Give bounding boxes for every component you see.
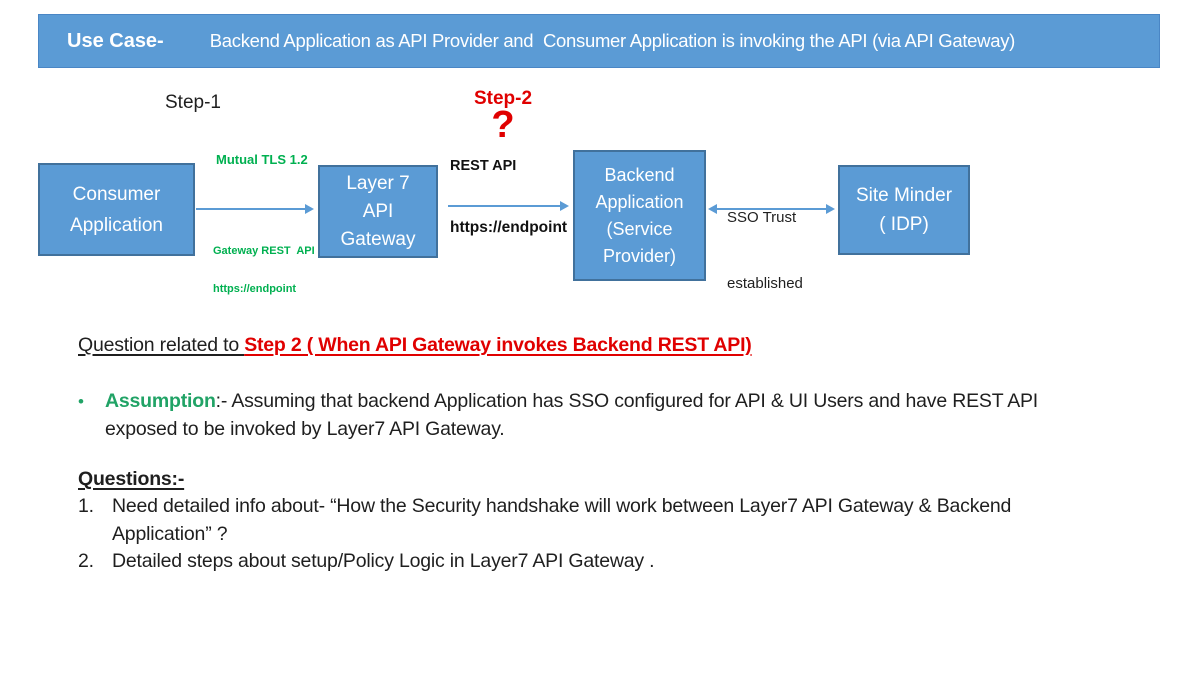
header-bar: Use Case- Backend Application as API Pro… <box>38 14 1160 68</box>
node-line: Provider) <box>602 245 677 266</box>
arrow-shaft <box>448 205 562 207</box>
question-heading-red: Step 2 ( When API Gateway invokes Backen… <box>244 334 752 356</box>
item-line: Application” ? <box>112 522 228 545</box>
arrow-head-right-icon <box>560 201 569 211</box>
https-endpoint-label: https://endpoint <box>450 219 568 236</box>
consumer-application-node: Consumer Application <box>38 163 195 256</box>
arrow-backend-idp-bidirectional <box>708 203 835 215</box>
question-heading: Question related to Step 2 ( When API Ga… <box>78 334 752 357</box>
questions-heading: Questions:- <box>78 468 185 490</box>
assumption-body: :- Assuming that backend Application has… <box>215 390 1039 412</box>
assumption-line2: exposed to be invoked by Layer7 API Gate… <box>105 417 505 440</box>
backend-application-node: Backend Application (Service Provider) <box>573 150 706 281</box>
node-line: Consumer <box>72 183 161 205</box>
gateway-rest-api-label: Gateway REST API https://endpoint <box>213 220 315 320</box>
node-line: Gateway <box>340 228 416 250</box>
node-line: Application <box>70 214 163 236</box>
item-text: Detailed steps about setup/Policy Logic … <box>112 548 655 575</box>
item-number: 1. <box>78 495 94 518</box>
assumption-bullet-row: • Assumption:- Assuming that backend App… <box>78 388 1088 443</box>
arrow-head-right-icon <box>826 204 835 214</box>
item-line: Need detailed info about- “How the Secur… <box>112 495 1012 518</box>
step1-label: Step-1 <box>165 92 221 113</box>
item-number: 2. <box>78 549 94 572</box>
header-title-text: Backend Application as API Provider and … <box>209 30 1016 51</box>
arrow-head-left-icon <box>708 204 717 214</box>
item-text: Need detailed info about- “How the Secur… <box>112 493 1011 548</box>
sso-trust-label: SSO Trust established <box>727 163 803 339</box>
node-line: ( IDP) <box>879 214 929 235</box>
gateway-rest-api-line: Gateway REST API <box>213 245 315 257</box>
node-line: Application <box>595 191 684 212</box>
node-line: Backend <box>604 164 675 185</box>
sso-established-line: established <box>727 275 803 292</box>
assumption-line1: Assumption:- Assuming that backend Appli… <box>105 388 1088 416</box>
node-line: (Service <box>606 218 673 239</box>
layer7-api-gateway-node: Layer 7 API Gateway <box>318 165 438 258</box>
question-item-1: 1. Need detailed info about- “How the Se… <box>78 493 1011 548</box>
assumption-label: Assumption <box>105 390 216 412</box>
question-heading-black: Question related to <box>78 334 245 356</box>
site-minder-idp-node: Site Minder ( IDP) <box>838 165 970 255</box>
questions-block: Questions:- 1. Need detailed info about-… <box>78 466 1011 575</box>
arrow-shaft <box>196 208 307 210</box>
sso-trust-line: SSO Trust <box>727 209 797 226</box>
rest-api-label: REST API <box>450 158 517 174</box>
item-line: Detailed steps about setup/Policy Logic … <box>112 549 655 572</box>
arrow-shaft <box>715 208 828 210</box>
arrow-gateway-to-backend <box>448 200 569 212</box>
question-item-2: 2. Detailed steps about setup/Policy Log… <box>78 548 1011 575</box>
gateway-endpoint-line: https://endpoint <box>213 282 297 295</box>
node-line: Site Minder <box>855 185 953 206</box>
step2-label: Step-2 <box>473 88 533 109</box>
assumption-text: Assumption:- Assuming that backend Appli… <box>105 388 1088 443</box>
node-line: Layer 7 <box>346 172 410 194</box>
node-line: API <box>362 200 394 222</box>
mutual-tls-label: Mutual TLS 1.2 <box>216 152 308 167</box>
arrow-head-right-icon <box>305 204 314 214</box>
header-title-label: Use Case- <box>67 29 164 52</box>
arrow-consumer-to-gateway <box>196 203 314 215</box>
bullet-icon: • <box>78 392 84 411</box>
question-mark-icon: ? <box>491 104 515 146</box>
